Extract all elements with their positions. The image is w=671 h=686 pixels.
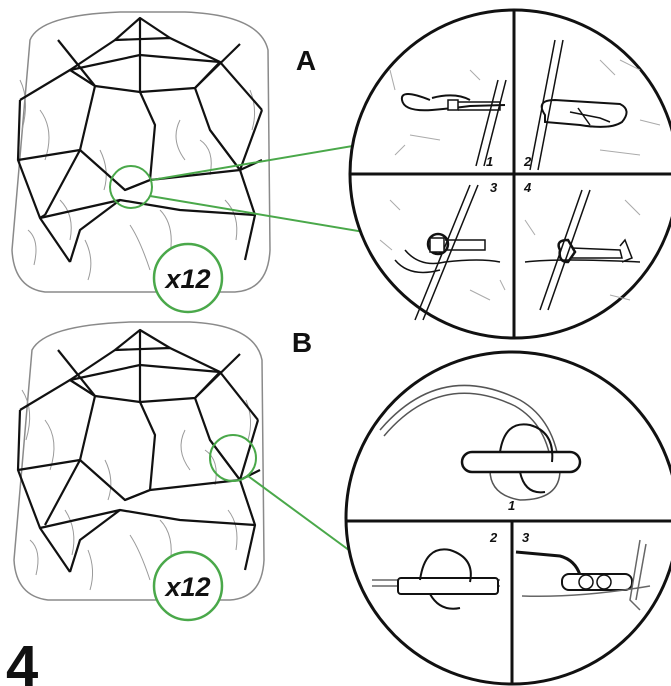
detail-circle-a: 1 2 3 (348, 8, 671, 340)
multiplier-badge-b: x12 (152, 550, 224, 622)
knot-a-step4 (524, 189, 641, 311)
net-cover-top (11, 11, 271, 293)
knot-a-step2 (529, 39, 661, 171)
knot-a-step1 (389, 69, 507, 167)
section-a-label: A (296, 45, 316, 76)
multiplier-b-text: x12 (163, 572, 210, 602)
step-b1: 1 (508, 498, 515, 513)
step-a3: 3 (490, 180, 498, 195)
step-a4: 4 (523, 180, 532, 195)
detail-circle-b: 1 2 3 (344, 350, 671, 686)
step-number: 4 (6, 634, 38, 686)
knot-a-step3 (379, 184, 506, 321)
knot-b-step2 (372, 548, 500, 610)
step-a2: 2 (523, 154, 532, 169)
multiplier-a-text: x12 (163, 264, 210, 294)
multiplier-badge-a: x12 (152, 242, 224, 314)
knot-b-step1 (379, 384, 582, 501)
net-cover-bottom (13, 321, 265, 601)
section-b-label: B (292, 327, 312, 358)
knot-b-step3 (515, 539, 651, 611)
step-b3: 3 (522, 530, 530, 545)
callout-a (109, 139, 389, 237)
step-a1: 1 (486, 154, 493, 169)
step-b2: 2 (489, 530, 498, 545)
